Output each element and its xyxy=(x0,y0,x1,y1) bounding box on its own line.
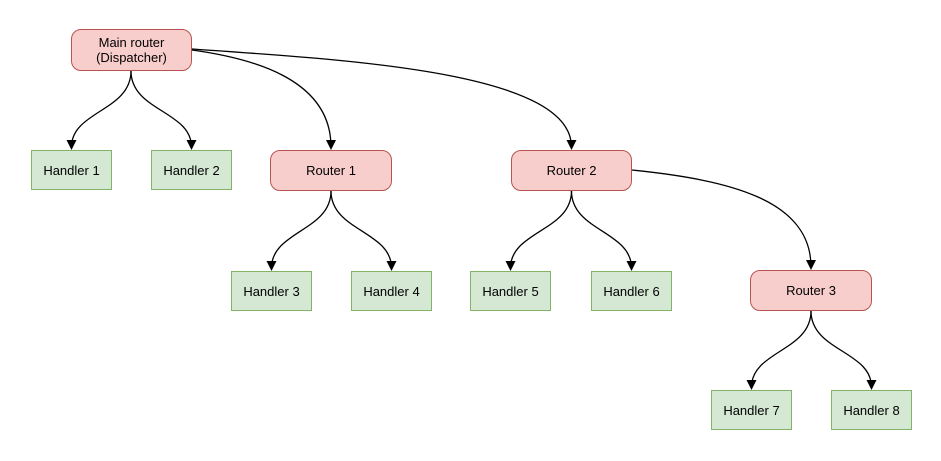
node-router-3: Router 3 xyxy=(750,270,872,311)
node-handler-5-label: Handler 5 xyxy=(482,283,539,299)
edge-main-router-to-handler1 xyxy=(66,70,132,150)
node-router-2: Router 2 xyxy=(511,150,632,191)
edge-router2-to-router3 xyxy=(631,169,816,270)
edge-router2-to-handler5 xyxy=(505,190,573,271)
edge-main-router-to-router2 xyxy=(191,48,577,150)
node-handler-5: Handler 5 xyxy=(470,271,551,311)
node-handler-4: Handler 4 xyxy=(351,271,432,311)
edge-main-router-to-handler2 xyxy=(130,70,197,150)
node-handler-7: Handler 7 xyxy=(711,390,792,430)
node-handler-1-label: Handler 1 xyxy=(43,162,100,178)
node-main-router-label: Main router (Dispatcher) xyxy=(96,35,167,65)
node-handler-8-label: Handler 8 xyxy=(843,402,900,418)
node-handler-6: Handler 6 xyxy=(591,271,672,311)
node-router-3-label: Router 3 xyxy=(786,283,836,298)
node-router-1: Router 1 xyxy=(270,150,392,191)
edge-router1-to-handler3 xyxy=(266,190,332,271)
node-handler-1: Handler 1 xyxy=(31,150,112,190)
node-handler-2: Handler 2 xyxy=(151,150,232,190)
edge-router1-to-handler4 xyxy=(330,190,397,271)
node-main-router: Main router (Dispatcher) xyxy=(71,29,192,71)
node-router-2-label: Router 2 xyxy=(546,163,597,178)
edge-router3-to-handler8 xyxy=(810,310,877,390)
node-handler-4-label: Handler 4 xyxy=(363,283,420,299)
edge-router3-to-handler7 xyxy=(746,310,812,390)
node-handler-3: Handler 3 xyxy=(231,271,312,311)
node-handler-3-label: Handler 3 xyxy=(243,283,300,299)
node-handler-6-label: Handler 6 xyxy=(603,283,660,299)
node-handler-8: Handler 8 xyxy=(831,390,912,430)
node-router-1-label: Router 1 xyxy=(306,163,356,178)
node-handler-2-label: Handler 2 xyxy=(163,162,220,178)
edge-router2-to-handler6 xyxy=(570,190,637,271)
node-handler-7-label: Handler 7 xyxy=(723,402,780,418)
edge-main-router-to-router1 xyxy=(191,49,336,150)
